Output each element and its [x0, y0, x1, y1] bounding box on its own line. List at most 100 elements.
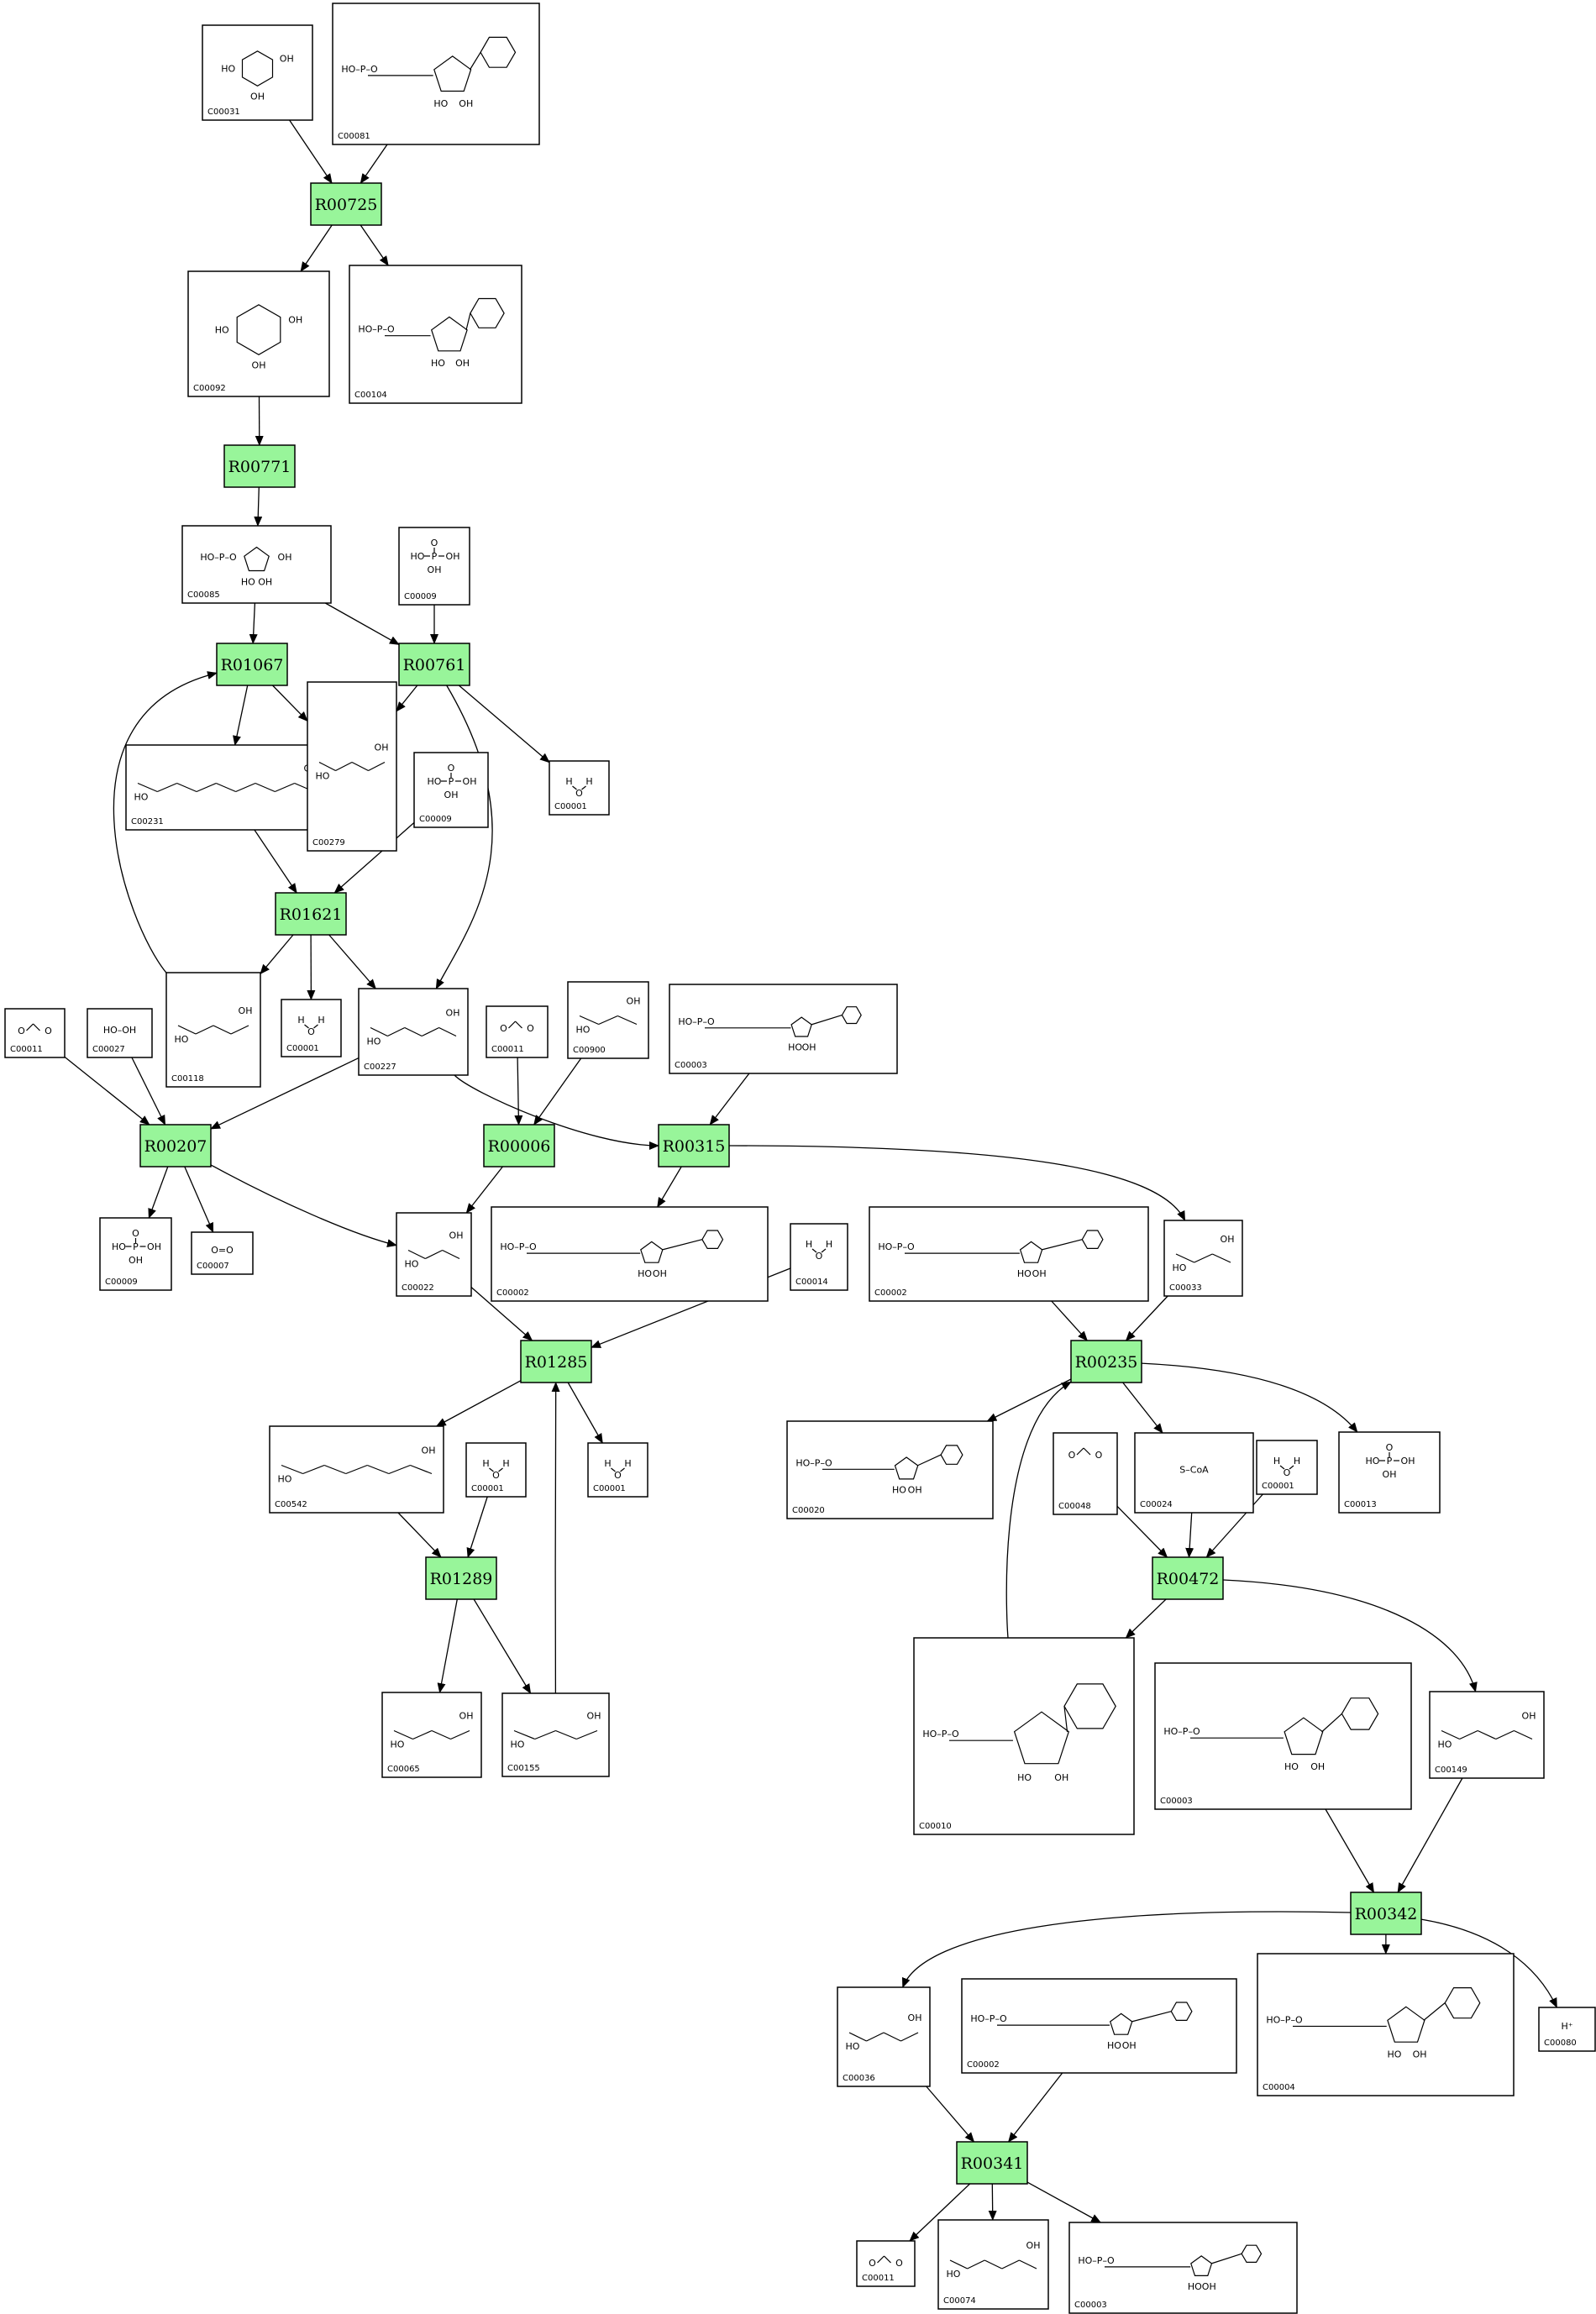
compound-box	[790, 1223, 848, 1291]
compound-box	[191, 1231, 254, 1275]
reaction-node-r00771[interactable]: R00771	[223, 444, 296, 488]
compound-box	[486, 1005, 549, 1058]
reaction-node-r00725[interactable]: R00725	[310, 182, 382, 226]
compound-id: C00031	[207, 108, 240, 117]
reaction-node-r00341[interactable]: R00341	[956, 2141, 1028, 2185]
compound-box	[99, 1217, 172, 1291]
compound-node-c00231[interactable]: HOOHC00231	[125, 744, 327, 831]
svg-text:OH: OH	[627, 996, 641, 1007]
reaction-node-r00315[interactable]: R00315	[658, 1124, 730, 1167]
svg-text:OH: OH	[1202, 2281, 1216, 2292]
reaction-node-r00235[interactable]: R00235	[1070, 1340, 1142, 1383]
svg-text:OH: OH	[459, 1711, 474, 1722]
svg-text:OH: OH	[449, 1230, 464, 1241]
edge-r01067-to-c00231_a	[233, 685, 249, 746]
edge-r00207-to-c00007_a	[184, 1166, 214, 1233]
reaction-node-r00207[interactable]: R00207	[139, 1124, 212, 1167]
compound-box	[1538, 2007, 1596, 2052]
reaction-node-r00006[interactable]: R00006	[483, 1124, 555, 1167]
compound-node-c00080[interactable]: H⁺C00080	[1538, 2007, 1596, 2052]
svg-text:H: H	[624, 1458, 631, 1469]
reaction-label: R01289	[430, 1570, 493, 1588]
edge-r00761-to-c00001_a	[458, 685, 550, 763]
svg-text:OH: OH	[446, 551, 460, 562]
svg-text:HO–P–O: HO–P–O	[1163, 1726, 1200, 1737]
svg-text:OH: OH	[1310, 1761, 1325, 1772]
svg-text:H: H	[1294, 1456, 1300, 1467]
reaction-label: R00315	[663, 1137, 726, 1156]
compound-id: C00036	[843, 2074, 875, 2083]
reaction-node-r01621[interactable]: R01621	[275, 892, 347, 936]
edge-r00207-to-c00009_c	[148, 1166, 169, 1219]
compound-id: C00081	[338, 132, 370, 141]
reaction-node-r01285[interactable]: R01285	[520, 1340, 592, 1383]
compound-id: C00011	[491, 1045, 524, 1054]
reaction-node-r00761[interactable]: R00761	[398, 643, 470, 686]
svg-text:HO–P–O: HO–P–O	[500, 1241, 537, 1252]
svg-text:HO: HO	[1284, 1761, 1299, 1772]
svg-text:HO: HO	[134, 792, 149, 803]
compound-id: C00080	[1544, 2039, 1577, 2048]
svg-text:HO: HO	[411, 551, 425, 562]
svg-text:O: O	[895, 2258, 903, 2269]
svg-text:O: O	[431, 538, 438, 548]
compound-id: C00001	[286, 1044, 319, 1053]
structure-drawing: HO–P–O HO OH	[1163, 1697, 1379, 1772]
svg-text:O: O	[307, 1026, 315, 1037]
reaction-node-r00472[interactable]: R00472	[1152, 1556, 1224, 1600]
reaction-node-r01067[interactable]: R01067	[216, 643, 288, 686]
edge-r00342-to-c00036_a	[901, 1911, 1352, 1988]
reaction-node-r00342[interactable]: R00342	[1350, 1892, 1422, 1935]
reaction-node-r01289[interactable]: R01289	[425, 1556, 497, 1600]
svg-text:HO: HO	[428, 776, 442, 787]
